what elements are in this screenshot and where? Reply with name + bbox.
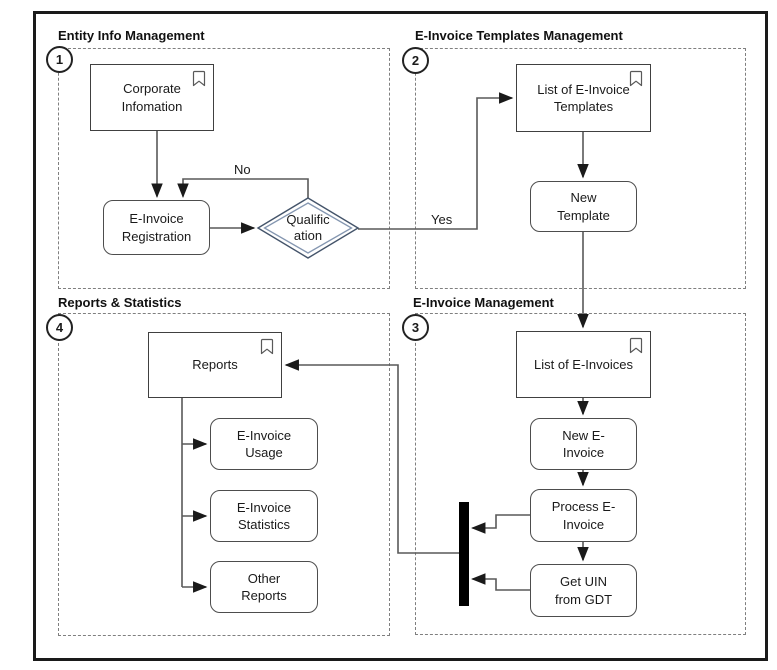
qualification-diamond-outer bbox=[256, 197, 360, 259]
edge-label-yes: Yes bbox=[431, 212, 453, 227]
region-title-entity-info-management: Entity Info Management bbox=[58, 28, 205, 43]
node-other-reports: Other Reports bbox=[210, 561, 318, 613]
connector-process-to-syncbar bbox=[471, 514, 530, 534]
node-list-einvoices: List of E-Invoices bbox=[516, 331, 651, 398]
node-label: E-Invoice Usage bbox=[236, 427, 292, 460]
node-corporate-information: Corporate Infomation bbox=[90, 64, 214, 131]
region-reports-statistics bbox=[58, 313, 390, 636]
step-circle-1: 1 bbox=[46, 46, 73, 73]
node-label: New E-Invoice bbox=[562, 427, 605, 460]
node-get-uin-from-gdt: Get UIN from GDT bbox=[530, 564, 637, 617]
region-title-reports-statistics: Reports & Statistics bbox=[58, 295, 182, 310]
region-einvoice-management bbox=[415, 313, 746, 635]
connector-syncbar-to-reports bbox=[284, 359, 459, 554]
step-circle-2: 2 bbox=[402, 47, 429, 74]
connector-getuin-to-syncbar bbox=[471, 573, 530, 591]
node-label: E-Invoice Statistics bbox=[236, 499, 292, 532]
qualification-diamond-inner bbox=[263, 202, 353, 254]
node-new-einvoice: New E-Invoice bbox=[530, 418, 637, 470]
bookmark-icon bbox=[629, 337, 643, 354]
node-label: Get UIN from GDT bbox=[554, 574, 613, 607]
node-einvoice-statistics: E-Invoice Statistics bbox=[210, 490, 318, 542]
node-process-einvoice: Process E-Invoice bbox=[530, 489, 637, 542]
step-circle-3: 3 bbox=[402, 314, 429, 341]
node-list-einvoice-templates: List of E-Invoice Templates bbox=[516, 64, 651, 132]
bookmark-icon bbox=[629, 70, 643, 87]
region-title-einvoice-templates-management: E-Invoice Templates Management bbox=[415, 28, 623, 43]
node-label: E-Invoice Registration bbox=[121, 211, 192, 244]
node-qualification-decision: Qualific ation bbox=[268, 208, 348, 248]
outer-frame bbox=[33, 11, 768, 661]
node-label: Other Reports bbox=[241, 570, 287, 603]
bookmark-icon bbox=[260, 338, 274, 355]
connector-yes-to-list-templates bbox=[358, 92, 514, 230]
synchronization-bar bbox=[459, 502, 469, 606]
region-einvoice-templates-management bbox=[415, 48, 746, 289]
node-label: Corporate Infomation bbox=[121, 81, 183, 114]
node-label: List of E-Invoices bbox=[534, 356, 633, 372]
node-label: Reports bbox=[192, 357, 238, 373]
node-einvoice-registration: E-Invoice Registration bbox=[103, 200, 210, 255]
step-circle-4: 4 bbox=[46, 314, 73, 341]
node-einvoice-usage: E-Invoice Usage bbox=[210, 418, 318, 470]
node-new-template: New Template bbox=[530, 181, 637, 232]
node-label: List of E-Invoice Templates bbox=[537, 81, 630, 114]
node-label: New Template bbox=[557, 190, 610, 223]
region-entity-info-management bbox=[58, 48, 390, 289]
node-label: Qualific ation bbox=[286, 211, 330, 243]
edge-label-no: No bbox=[234, 162, 251, 177]
connector-no-loop bbox=[177, 178, 309, 198]
node-label: Process E-Invoice bbox=[551, 499, 616, 532]
region-title-einvoice-management: E-Invoice Management bbox=[413, 295, 554, 310]
bookmark-icon bbox=[192, 70, 206, 87]
node-reports: Reports bbox=[148, 332, 282, 398]
